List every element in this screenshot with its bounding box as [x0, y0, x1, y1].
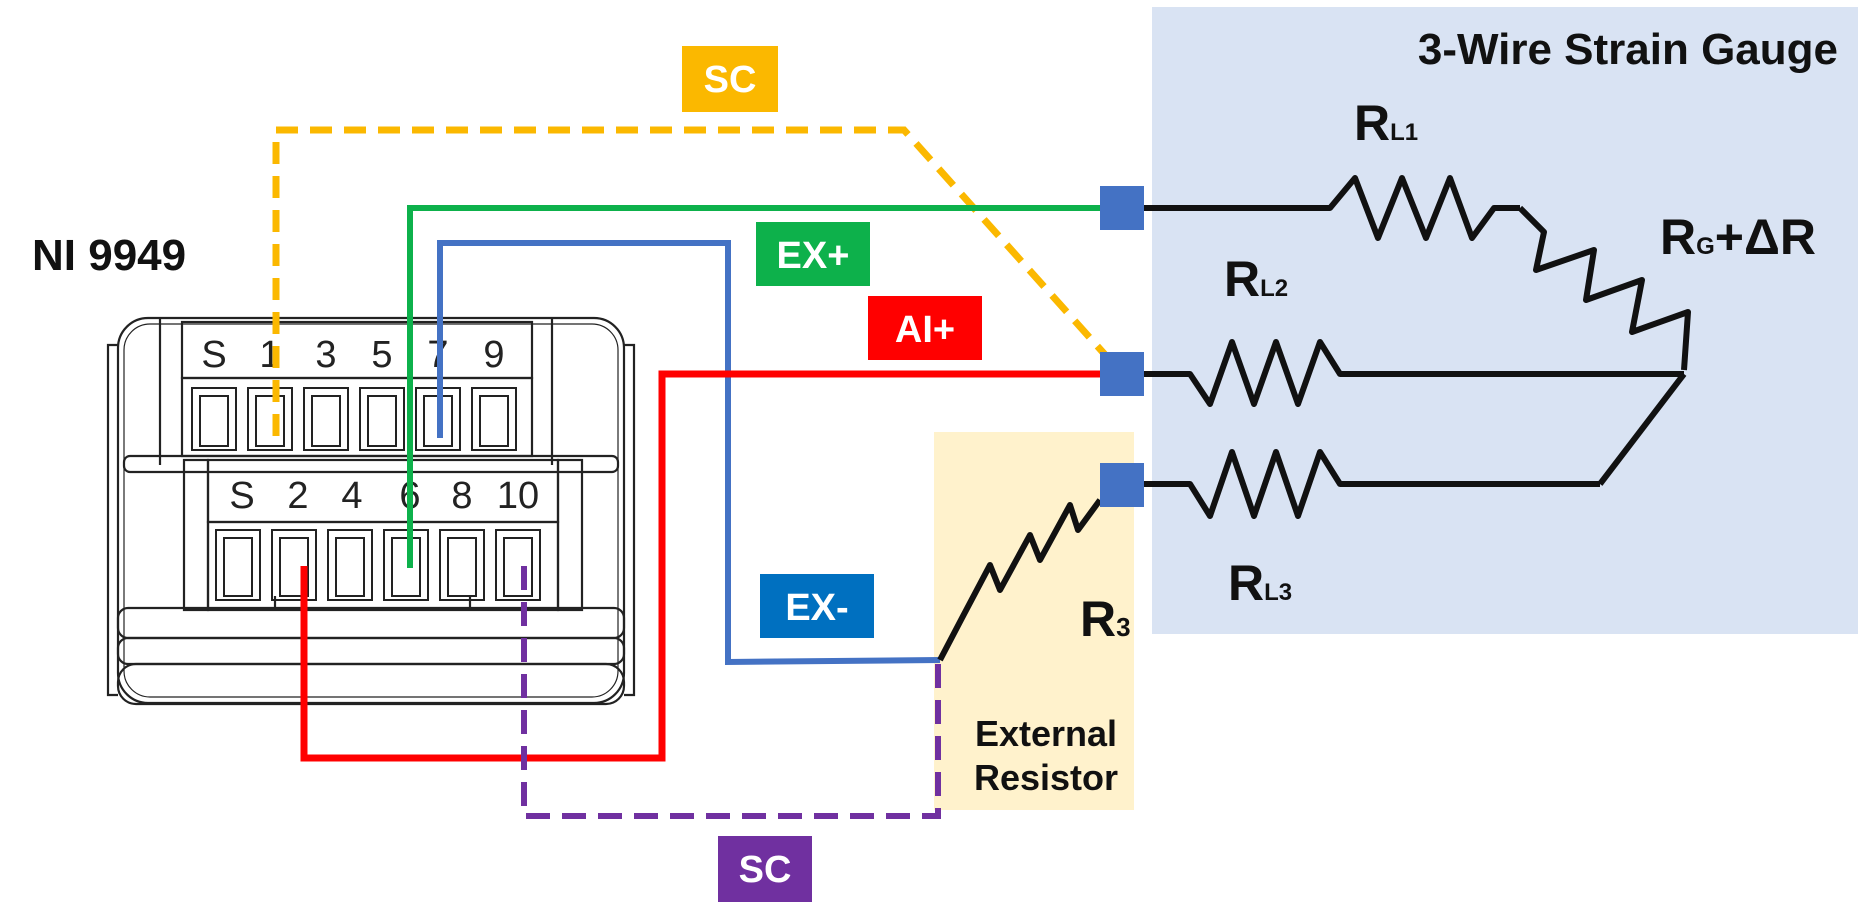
wire-label-sc-top: SC — [682, 46, 778, 112]
device-name-label: NI 9949 — [32, 231, 186, 280]
wire-label-ex-minus-text: EX- — [785, 587, 848, 629]
terminal-bottom — [1100, 463, 1144, 507]
wire-label-ex-plus: EX+ — [756, 222, 870, 286]
pin-label-top-5: 5 — [371, 334, 392, 376]
rl1-label: RL1 — [1354, 95, 1418, 151]
r3-label: R3 — [1080, 591, 1131, 647]
rg-label: RG+ΔR — [1660, 209, 1816, 265]
rl3-label: RL3 — [1228, 555, 1292, 611]
ni-9949-connector — [106, 316, 636, 706]
bottom-row-terminals — [215, 529, 541, 601]
strain-gauge-circuit — [937, 175, 1691, 662]
pin-label-bottom-4: 4 — [341, 475, 362, 517]
ex-minus-wire — [437, 240, 941, 666]
sc-top-wire — [272, 126, 1111, 436]
rl2-label-main: R — [1224, 251, 1260, 307]
strain-gauge-panel — [1152, 7, 1858, 634]
pin-label-bottom-8: 8 — [451, 475, 472, 517]
strain-gauge-title: 3-Wire Strain Gauge — [1418, 25, 1838, 74]
external-resistor-label-line2: Resistor — [974, 757, 1118, 798]
rl1-label-sub: L1 — [1390, 119, 1418, 146]
pin-label-bottom-10: 10 — [497, 475, 539, 517]
terminal-middle — [1100, 352, 1144, 396]
pin-label-top-9: 9 — [483, 334, 504, 376]
wire-label-ai-plus-text: AI+ — [895, 309, 955, 351]
ai-plus-wire — [300, 370, 1100, 762]
external-resistor-label-line1: External — [975, 713, 1117, 754]
sc-bottom-wire — [521, 566, 941, 819]
top-row-terminals — [191, 387, 517, 451]
pin-label-top-s: S — [201, 334, 226, 376]
rl3-label-main: R — [1228, 555, 1264, 611]
wire-label-sc-bottom: SC — [718, 836, 812, 902]
rg-label-sub: G — [1696, 233, 1715, 260]
rl2-label-sub: L2 — [1260, 275, 1288, 302]
pin-label-bottom-s: S — [229, 475, 254, 517]
pin-label-bottom-2: 2 — [287, 475, 308, 517]
r3-label-main: R — [1080, 591, 1116, 647]
pin-label-top-3: 3 — [315, 334, 336, 376]
terminal-top — [1100, 186, 1144, 230]
rg-label-main: R — [1660, 209, 1696, 265]
wire-label-sc-top-text: SC — [704, 59, 757, 101]
rl2-label: RL2 — [1224, 251, 1288, 307]
rg-label-suffix: +ΔR — [1715, 209, 1816, 265]
wire-label-ai-plus: AI+ — [868, 296, 982, 360]
r3-label-sub: 3 — [1116, 612, 1130, 642]
wire-label-ex-minus: EX- — [760, 574, 874, 638]
wire-label-sc-bottom-text: SC — [739, 849, 792, 891]
rl1-label-main: R — [1354, 95, 1390, 151]
rl3-label-sub: L3 — [1264, 579, 1292, 606]
ex-plus-wire — [407, 205, 1100, 568]
wire-label-ex-plus-text: EX+ — [777, 235, 850, 277]
